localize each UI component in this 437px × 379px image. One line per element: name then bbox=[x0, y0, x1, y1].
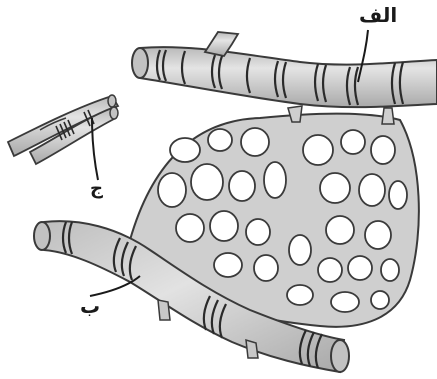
small-vessel-cluster bbox=[8, 95, 118, 164]
label-jim: ج bbox=[90, 180, 103, 198]
top-vessel bbox=[132, 32, 437, 107]
label-alef: الف bbox=[359, 5, 397, 25]
label-be: ب bbox=[80, 296, 100, 316]
